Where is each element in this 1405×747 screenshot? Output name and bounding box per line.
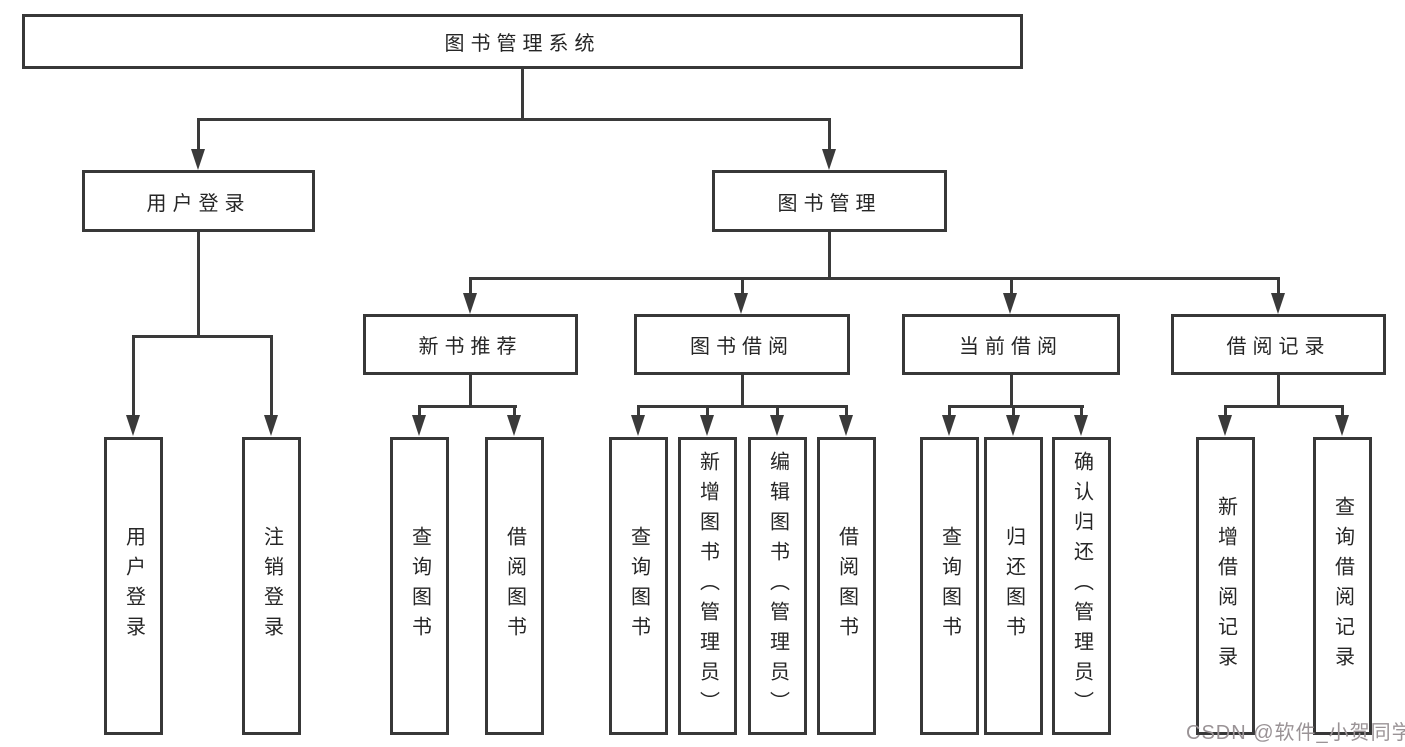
arrowhead-icon <box>1003 293 1017 314</box>
leaf-label: 查询图书 <box>627 526 650 646</box>
edge-stub-borrowing-records <box>1277 277 1280 295</box>
node-label: 图书管理 <box>777 192 882 215</box>
edge-root-stem <box>521 69 524 121</box>
leaf-return-books: 归还图书 <box>984 437 1043 735</box>
arrowhead-icon <box>1270 293 1285 314</box>
edge-current-borrowing-stem <box>1009 375 1013 408</box>
leaf-label: 查询借阅记录 <box>1331 496 1354 676</box>
node-book-management: 图书管理 <box>712 170 947 232</box>
node-label: 借阅记录 <box>1226 336 1331 358</box>
node-book-borrowing: 图书借阅 <box>634 314 850 375</box>
leaf-borrow-books-recommend: 借阅图书 <box>485 437 544 735</box>
leaf-query-books-recommend: 查询图书 <box>390 437 449 735</box>
leaf-label: 查询图书 <box>938 526 961 646</box>
leaf-query-books-borrowing: 查询图书 <box>609 437 668 735</box>
edge-level3-rail <box>469 277 1280 280</box>
edge-stub-user-login <box>197 118 200 150</box>
edge-leaf-stub <box>1080 405 1083 417</box>
leaf-logout: 注销登录 <box>242 437 301 735</box>
edge-user-login-rail <box>132 335 273 338</box>
edge-user-login-stem <box>197 232 200 338</box>
arrowhead-icon <box>839 415 853 436</box>
edge-leaf-stub <box>1341 405 1344 417</box>
edge-book-management-stem <box>828 232 831 280</box>
edge-leaf-stub <box>776 405 779 417</box>
node-label: 新书推荐 <box>418 336 523 358</box>
leaf-label: 确认归还（管理员） <box>1070 451 1093 721</box>
node-label: 图书管理系统 <box>444 33 601 55</box>
arrowhead-icon <box>412 415 426 436</box>
node-current-borrowing: 当前借阅 <box>902 314 1120 375</box>
edge-book-borrowing-stem <box>740 375 744 408</box>
arrowhead-icon <box>770 415 784 436</box>
node-new-book-recommendation: 新书推荐 <box>363 314 578 375</box>
leaf-label: 借阅图书 <box>835 526 858 646</box>
edge-borrowing-records-stem <box>1277 375 1280 408</box>
edge-leaf-stub <box>845 405 848 417</box>
leaf-add-borrow-record: 新增借阅记录 <box>1196 437 1255 735</box>
arrowhead-icon <box>700 415 714 436</box>
arrowhead-icon <box>126 415 140 436</box>
csdn-watermark: CSDN @软件_小贺同学 <box>1186 722 1405 744</box>
edge-stub-book-management <box>828 118 831 150</box>
arrowhead-icon <box>264 415 278 436</box>
leaf-label: 查询图书 <box>408 526 431 646</box>
leaf-label: 新增图书（管理员） <box>696 451 719 721</box>
edge-level2-rail <box>197 118 831 121</box>
leaf-borrow-books: 借阅图书 <box>817 437 876 735</box>
arrowhead-icon <box>1006 415 1020 436</box>
edge-stub-new-book <box>469 277 472 295</box>
arrowhead-icon <box>1218 415 1232 436</box>
edge-stub-leaf-user-login <box>132 335 135 417</box>
leaf-label: 用户登录 <box>122 526 145 646</box>
edge-leaf-stub <box>948 405 951 417</box>
edge-leaf-rail-new-book <box>418 405 517 408</box>
node-borrowing-records: 借阅记录 <box>1171 314 1386 375</box>
edge-leaf-rail-current-borrowing <box>948 405 1084 408</box>
arrowhead-icon <box>631 415 645 436</box>
arrowhead-icon <box>942 415 956 436</box>
arrowhead-icon <box>1074 415 1088 436</box>
arrowhead-icon <box>734 293 748 314</box>
edge-stub-leaf-logout <box>270 335 273 417</box>
node-label: 图书借阅 <box>690 336 794 358</box>
leaf-label: 新增借阅记录 <box>1214 496 1237 676</box>
edge-leaf-stub <box>418 405 421 417</box>
edge-leaf-stub <box>637 405 640 417</box>
node-user-login: 用户登录 <box>82 170 315 232</box>
edge-leaf-stub <box>513 405 516 417</box>
leaf-user-login: 用户登录 <box>104 437 163 735</box>
node-library-system: 图书管理系统 <box>22 14 1023 69</box>
edge-leaf-stub <box>706 405 709 417</box>
edge-leaf-stub <box>1012 405 1015 417</box>
leaf-add-book-admin: 新增图书（管理员） <box>678 437 737 735</box>
edge-stub-current-borrowing <box>1009 277 1013 295</box>
edge-leaf-rail-borrowing-records <box>1224 405 1344 408</box>
arrowhead-icon <box>507 415 521 436</box>
leaf-edit-book-admin: 编辑图书（管理员） <box>748 437 807 735</box>
arrowhead-icon <box>822 149 836 170</box>
leaf-label: 注销登录 <box>260 526 283 646</box>
leaf-query-books-current: 查询图书 <box>920 437 979 735</box>
leaf-query-borrow-record: 查询借阅记录 <box>1313 437 1372 735</box>
edge-leaf-stub <box>1224 405 1227 417</box>
edge-leaf-rail-book-borrowing <box>637 405 848 408</box>
leaf-label: 归还图书 <box>1002 526 1025 646</box>
arrowhead-icon <box>462 293 477 314</box>
arrowhead-icon <box>191 149 205 170</box>
leaf-label: 编辑图书（管理员） <box>766 451 789 721</box>
leaf-label: 借阅图书 <box>503 526 526 646</box>
node-label: 用户登录 <box>146 192 251 215</box>
arrowhead-icon <box>1335 415 1349 436</box>
leaf-confirm-return-admin: 确认归还（管理员） <box>1052 437 1111 735</box>
edge-new-book-stem <box>469 375 472 408</box>
edge-stub-book-borrowing <box>740 277 744 295</box>
node-label: 当前借阅 <box>959 336 1063 358</box>
